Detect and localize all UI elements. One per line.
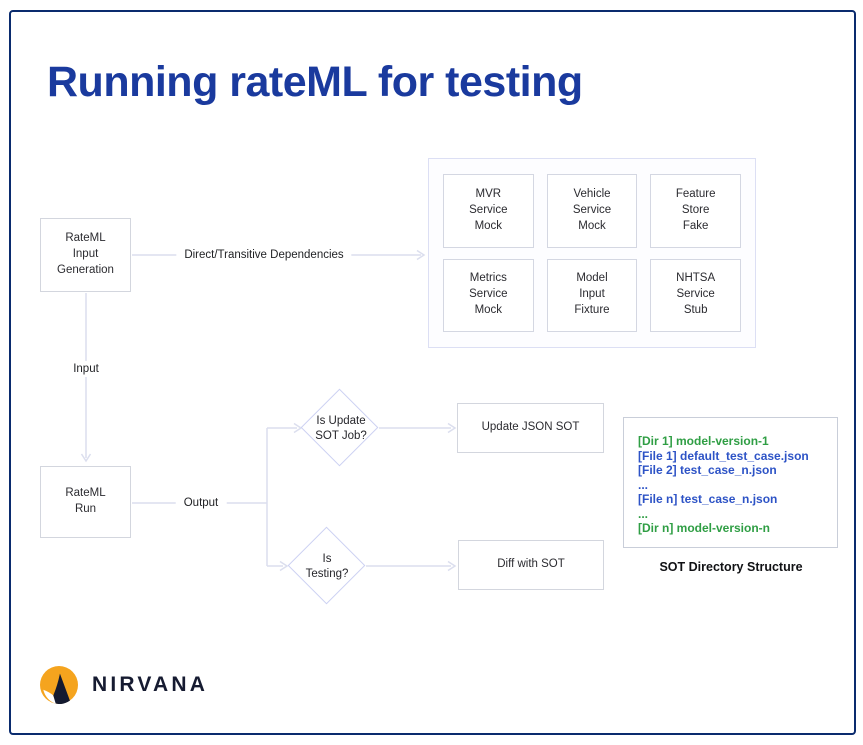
sot-directory-panel: [Dir 1] model-version-1 [File 1] default…: [623, 417, 838, 548]
dependencies-container: MVR Service Mock Vehicle Service Mock Fe…: [428, 158, 756, 348]
node-metrics-service-mock: Metrics Service Mock: [443, 258, 534, 332]
sot-line: [File 2] test_case_n.json: [638, 463, 777, 477]
decision-is-testing-label: Is Testing?: [305, 552, 349, 580]
logo-wordmark: NIRVANA: [92, 673, 209, 696]
page-title: Running rateML for testing: [47, 58, 583, 106]
node-vehicle-service-mock: Vehicle Service Mock: [546, 174, 638, 248]
node-model-input-fixture: Model Input Fixture: [546, 258, 638, 332]
node-update-json-sot: Update JSON SOT: [457, 403, 604, 453]
edge-label-input: Input: [65, 361, 107, 377]
node-nhtsa-service-stub: NHTSA Service Stub: [650, 258, 741, 332]
sot-line: ...: [638, 506, 649, 521]
node-rateml-input-generation: RateML Input Generation: [40, 218, 131, 292]
node-diff-with-sot: Diff with SOT: [458, 540, 604, 590]
node-feature-store-fake: Feature Store Fake: [650, 174, 741, 248]
edge-label-dependencies: Direct/Transitive Dependencies: [176, 247, 352, 263]
sot-directory-caption: SOT Directory Structure: [659, 560, 803, 574]
decision-update-sot-job-label: Is Update SOT Job?: [315, 414, 367, 442]
nirvana-logo: NIRVANA: [40, 666, 208, 704]
sot-line: [Dir 1] model-version-1: [638, 434, 769, 448]
sot-line: [File n] test_case_n.json: [638, 492, 778, 506]
sot-line: [Dir n] model-version-n: [638, 521, 771, 535]
node-mvr-service-mock: MVR Service Mock: [443, 174, 534, 248]
sot-line: ...: [638, 477, 649, 492]
nirvana-mountain-icon: [40, 666, 78, 704]
edge-label-output: Output: [175, 495, 227, 511]
sot-line: [File 1] default_test_case.json: [638, 448, 809, 463]
slide-border: [9, 10, 856, 735]
node-rateml-run: RateML Run: [40, 466, 131, 538]
